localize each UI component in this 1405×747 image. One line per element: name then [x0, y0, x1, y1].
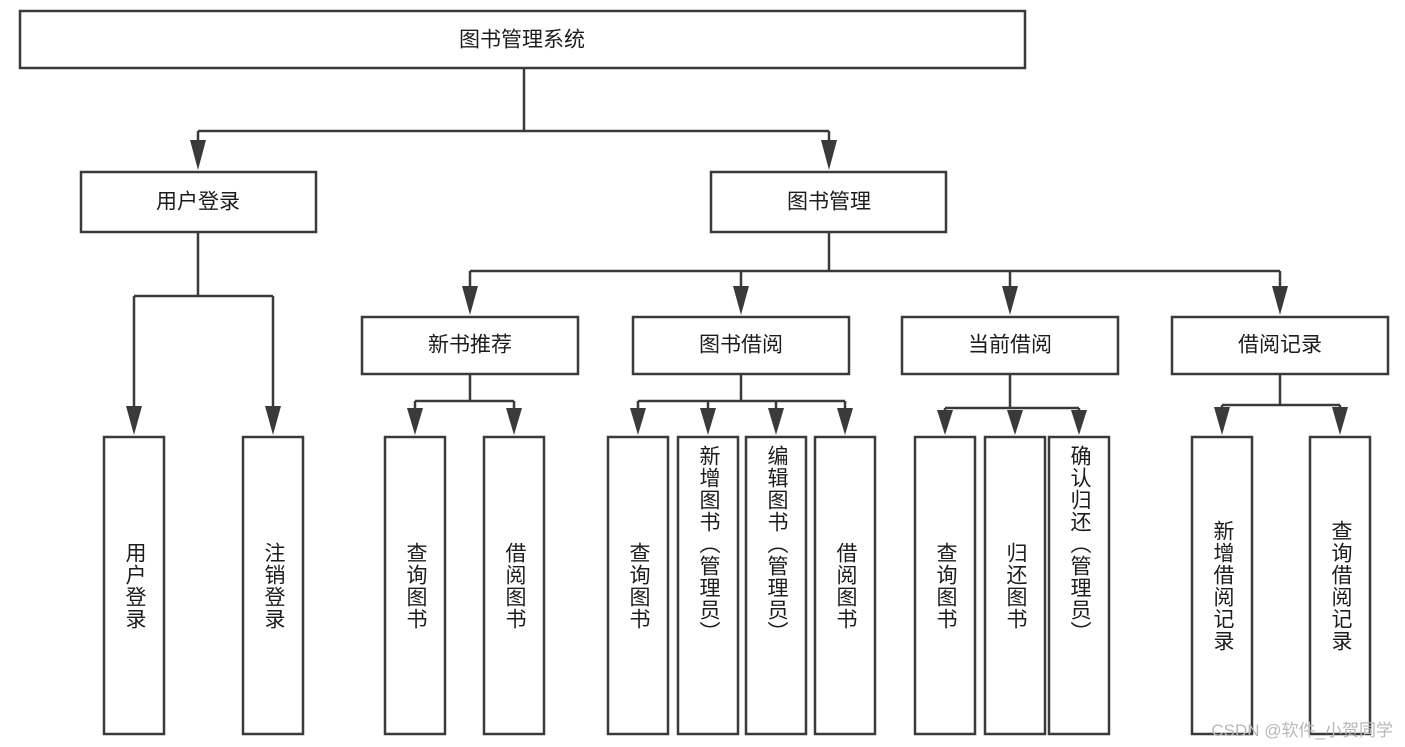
leaf-box-add-book-admin[interactable]: [676, 435, 740, 736]
arrow-user-login-leaf-1: [126, 406, 142, 435]
arrow-book-manage-to-borrow-record: [1272, 286, 1288, 315]
arrow-user-login-leaf-2: [265, 406, 281, 435]
leaf-box-confirm-return-admin[interactable]: [1047, 435, 1111, 736]
leaf-box-query-book-borrow[interactable]: [606, 435, 670, 736]
arrow-book-manage-to-book-borrow: [733, 286, 749, 315]
node-current-borrow-box[interactable]: [900, 315, 1120, 376]
leaf-box-borrow-book-recommend[interactable]: [482, 435, 546, 736]
node-user-login-box[interactable]: [79, 170, 318, 234]
arrow-book-borrow-leaf-2: [700, 408, 716, 435]
leaf-box-query-book-current[interactable]: [913, 435, 977, 736]
arrow-borrow-record-leaf-1: [1214, 407, 1230, 435]
node-user-login-label: 用户登录: [156, 191, 240, 214]
arrow-new-book-leaf-1: [407, 408, 423, 435]
arrow-new-book-leaf-2: [506, 408, 522, 435]
node-book-borrow-label: 图书借阅: [699, 334, 783, 357]
arrow-book-manage-to-new-book: [462, 286, 478, 315]
leaf-box-borrow-book[interactable]: [813, 435, 877, 736]
arrow-book-manage-to-current-borrow: [1002, 286, 1018, 315]
leaf-box-query-book-recommend[interactable]: [383, 435, 447, 736]
arrow-current-borrow-leaf-1: [937, 410, 953, 435]
leaf-box-edit-book-admin[interactable]: [744, 435, 808, 736]
arrow-book-borrow-leaf-3: [768, 408, 784, 435]
leaf-box-logout-login[interactable]: [241, 435, 305, 736]
node-current-borrow-label: 当前借阅: [968, 334, 1052, 357]
leaf-box-return-book[interactable]: [983, 435, 1047, 736]
leaf-box-add-borrow-record[interactable]: [1190, 435, 1254, 736]
node-new-book-recommend-label: 新书推荐: [428, 334, 512, 357]
node-new-book-recommend-box[interactable]: [360, 315, 580, 376]
arrow-book-borrow-leaf-1: [630, 408, 646, 435]
node-borrow-record-label: 借阅记录: [1238, 334, 1322, 357]
arrow-root-to-user-login: [190, 140, 206, 170]
leaf-box-query-borrow-record[interactable]: [1308, 435, 1372, 736]
node-root-label: 图书管理系统: [459, 29, 585, 52]
arrow-book-borrow-leaf-4: [837, 408, 853, 435]
arrow-current-borrow-leaf-2: [1007, 410, 1023, 435]
arrow-root-to-book-manage: [821, 140, 837, 170]
node-root-box[interactable]: [18, 9, 1027, 70]
node-book-manage-label: 图书管理: [787, 191, 871, 214]
leaf-box-user-login[interactable]: [102, 435, 166, 736]
arrow-borrow-record-leaf-2: [1332, 407, 1348, 435]
arrow-current-borrow-leaf-3: [1071, 410, 1087, 435]
